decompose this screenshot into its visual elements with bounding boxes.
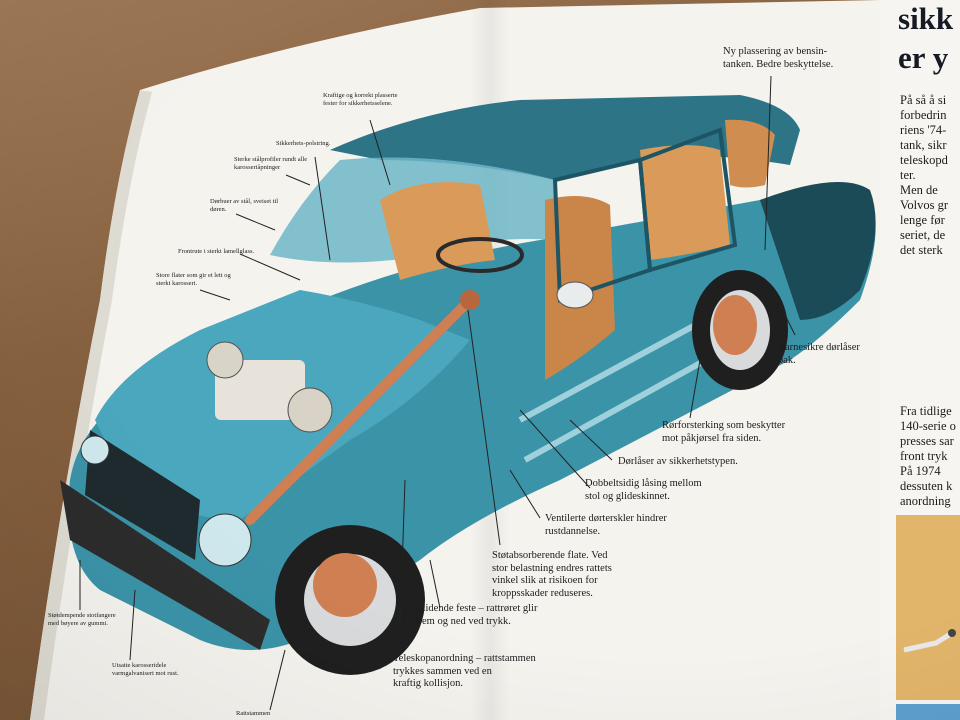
- callout-stotabsorberende: Støtabsorberende flate. Ved stor belastn…: [492, 550, 612, 599]
- callout-karosseri: Utsatte karosseridele varmgalvanisert mo…: [112, 662, 179, 677]
- rear-door-window-frame: [637, 127, 738, 273]
- car-body: [68, 190, 876, 650]
- rear-brake-disc: [713, 295, 757, 355]
- callout-dorbuer: Dørbuer av stål, sveiset til døren.: [210, 198, 279, 213]
- front-grille: [85, 430, 200, 560]
- rear-window-seat: [725, 119, 775, 188]
- callout-dorterskler: Ventilerte dørterskler hindrer rustdanne…: [545, 513, 667, 537]
- right-page-body-top: På så å si forbedrin riens '74- tank, si…: [900, 93, 949, 257]
- callout-sikkerhetspolstring: Sikkerhets-polstring.: [276, 140, 331, 147]
- headlight-left: [80, 435, 110, 465]
- callout-dobbeltsidig: Dobbeltsidig låsing mellom stol og glide…: [585, 478, 702, 502]
- callout-kraftige-fester: Kraftige og korrekt plasserte fester for…: [323, 92, 398, 107]
- headlight-right: [198, 513, 252, 567]
- callout-rorforsterking: Rørforsterking som beskytter mot påkjørs…: [662, 420, 786, 444]
- steering-joint: [460, 290, 480, 310]
- callout-barnesikre: Barnesikre dørlåser bak.: [778, 342, 860, 366]
- right-page-headline: sikk er y: [898, 1, 954, 75]
- callout-stotfanger: Store flater som gir et lett og sterkt k…: [156, 272, 231, 287]
- callout-frontrute: Frontrute i sterkt lamellglass.: [178, 248, 255, 255]
- callout-dorlaser: Dørlåser av sikkerhetstypen.: [618, 456, 738, 467]
- leader-lines: [79, 75, 796, 711]
- callout-bensintank: Ny plassering av bensin- tanken. Bedre b…: [723, 46, 834, 70]
- car-roof: [330, 95, 800, 180]
- right-page-illustration-orange: [896, 515, 960, 700]
- front-seat: [380, 182, 495, 280]
- rear-seat: [640, 145, 730, 260]
- callout-teleskop: Teleskopanordning – rattstammen trykkes …: [393, 653, 536, 690]
- right-page-illustration-blue: [896, 704, 960, 720]
- brake-booster: [287, 387, 333, 433]
- right-page-body-bottom: Fra tidlige 140-serie o presses sar fron…: [900, 404, 956, 508]
- car-rear: [760, 182, 876, 320]
- engine-block: [215, 360, 305, 420]
- steering-column: [245, 295, 475, 525]
- callout-fotanlegg: Støtdempende stotfangere med bøyere av g…: [48, 612, 116, 627]
- steering-wheel: [436, 237, 524, 273]
- steering-diagram-icon: [903, 629, 956, 653]
- callout-stalprofiler: Sterke stålprofiler rundt alle karosseri…: [234, 156, 308, 171]
- callout-rattstammen: Rattstammen: [236, 710, 271, 717]
- page-edge-curl: [30, 90, 152, 720]
- front-bumper: [60, 480, 270, 650]
- callout-glidende-feste: Glidende feste – rattrøret glir frem og …: [415, 603, 538, 627]
- air-filter: [206, 341, 244, 379]
- front-brake-disc: [313, 553, 377, 617]
- side-mirror: [556, 281, 594, 309]
